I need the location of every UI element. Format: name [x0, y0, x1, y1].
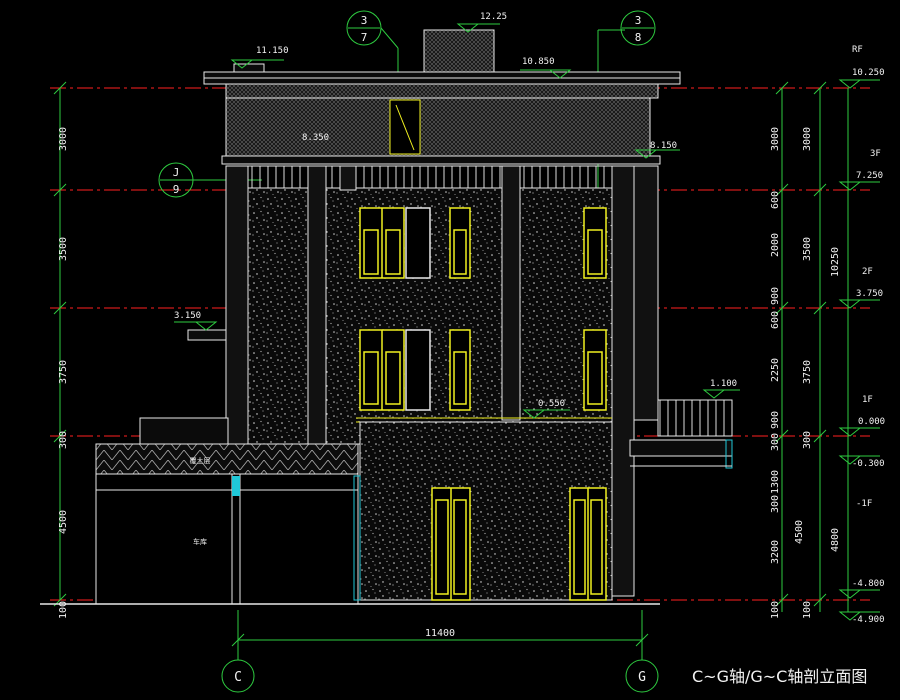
- roof-slab: [203, 63, 681, 99]
- chimney: [423, 29, 495, 73]
- axis-bubble-bottom-left: C: [221, 659, 255, 693]
- dim-rd-4: 600: [770, 311, 781, 329]
- room-label-garage-slab: 覆土层: [190, 456, 211, 465]
- garage-wing: [95, 417, 361, 605]
- floor-rf: RF: [852, 45, 863, 55]
- axis-bubble-top-right: 3 8: [620, 10, 656, 46]
- elev-roof-right: 10.850: [522, 57, 555, 67]
- floor-level-labels: RF 10.250 3F 7.250 2F 3.750 1F 0.000 -0.…: [852, 45, 885, 625]
- right-floor-dimensions: 3000 3500 3750 300 4500 100 10250 4800: [794, 127, 841, 619]
- dim-rf-0: 3000: [802, 127, 813, 151]
- left-canopy: [187, 329, 227, 341]
- elev-top-chimney: 12.25: [480, 12, 507, 22]
- floor-b1-sub: -4.900: [852, 615, 885, 625]
- dim-left-3: 300: [58, 431, 69, 449]
- axis-bubble-bottom-left-label: C: [234, 670, 242, 685]
- dim-rd-1: 600: [770, 191, 781, 209]
- dim-rf-2: 3750: [802, 360, 813, 384]
- dim-rf-5: 100: [802, 601, 813, 619]
- elev-mid-canopy: 0.550: [538, 399, 565, 409]
- elevation-markers: [174, 23, 880, 621]
- parapet-band: [221, 97, 661, 165]
- dimension-ticks: [53, 81, 827, 647]
- dim-rd-7: 300: [770, 433, 781, 451]
- dim-rd-10: 3200: [770, 540, 781, 564]
- dim-total: 10250: [830, 247, 841, 277]
- axis-bubble-bottom-right: G: [625, 659, 659, 693]
- upper-windows: [359, 207, 607, 411]
- floor-b1: -1F: [856, 499, 872, 509]
- right-detail-dimensions: 3000 600 2000 900 600 2250 900 300 1300 …: [770, 127, 781, 619]
- floor-3f-level: 7.250: [856, 171, 883, 181]
- lower-doors: [431, 487, 607, 601]
- dim-left-4: 4500: [58, 510, 69, 534]
- dim-left-5: 100: [58, 601, 69, 619]
- dim-basement-total: 4800: [830, 528, 841, 552]
- room-label-garage: 车库: [193, 537, 207, 546]
- pilasters: [225, 165, 659, 597]
- dim-left-2: 3750: [58, 360, 69, 384]
- elev-parapet-right: 8.150: [650, 141, 677, 151]
- floor-1f-sub: -0.300: [852, 459, 885, 469]
- dim-left-1: 3500: [58, 237, 69, 261]
- axis-bubble-top-left-num: 3: [361, 14, 368, 27]
- elev-parapet-inner: 8.350: [302, 133, 329, 143]
- elev-roof-left: 11.150: [256, 46, 289, 56]
- right-balcony: [629, 399, 733, 469]
- axis-bubble-top-right-num: 3: [635, 14, 642, 27]
- dim-rd-2: 2000: [770, 233, 781, 257]
- dim-rd-5: 2250: [770, 358, 781, 382]
- elev-balcony: 1.100: [710, 379, 737, 389]
- floor-2f-level: 3.750: [856, 289, 883, 299]
- dim-rd-6: 900: [770, 411, 781, 429]
- floor-1f: 1F: [862, 395, 873, 405]
- dim-rd-11: 100: [770, 601, 781, 619]
- dim-bottom-width: 11400: [425, 628, 455, 639]
- dim-rf-3: 300: [802, 431, 813, 449]
- dim-rd-3: 900: [770, 287, 781, 305]
- dim-left-0: 3000: [58, 127, 69, 151]
- axis-bubble-side-den: 9: [173, 183, 180, 196]
- floor-1f-level: 0.000: [858, 417, 885, 427]
- axis-bubble-top-left: 3 7: [346, 10, 399, 49]
- dim-rd-8: 1300: [770, 470, 781, 494]
- floor-3f: 3F: [870, 149, 881, 159]
- axis-bubble-top-left-den: 7: [361, 31, 368, 44]
- axis-bubble-top-right-den: 8: [635, 31, 642, 44]
- elevation-texts: 12.25 11.150 10.850 8.350 8.150 3.150 0.…: [174, 12, 737, 409]
- floor-2f: 2F: [862, 267, 873, 277]
- dim-rd-9: 300: [770, 495, 781, 513]
- dim-rf-1: 3500: [802, 237, 813, 261]
- floor-rf-level: 10.250: [852, 68, 885, 78]
- axis-bubble-side: J 9: [158, 162, 194, 198]
- elev-left-canopy: 3.150: [174, 311, 201, 321]
- left-dimensions: 3000 3500 3750 300 4500 100: [58, 127, 69, 619]
- dim-rd-0: 3000: [770, 127, 781, 151]
- drawing-title: C~G轴/G~C轴剖立面图: [692, 667, 867, 686]
- colonnade-band: [245, 165, 613, 189]
- axis-bubble-side-num: J: [173, 166, 180, 179]
- axis-bubble-bottom-right-label: G: [638, 670, 646, 685]
- dim-rf-4: 4500: [794, 520, 805, 544]
- floor-b1-level: -4.800: [852, 579, 885, 589]
